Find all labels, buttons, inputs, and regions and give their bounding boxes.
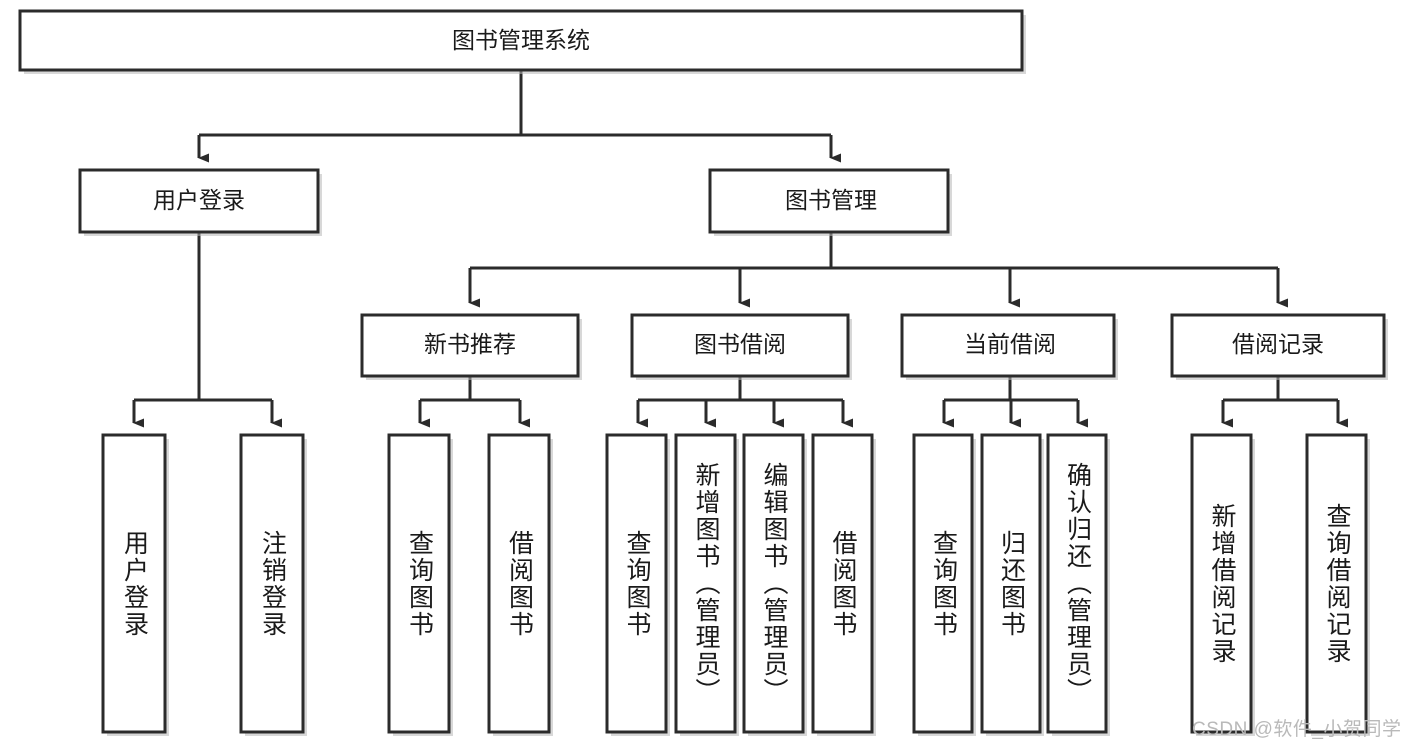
node-book-management[interactable]: 图书管理 — [708, 168, 952, 236]
leaf-box-query-record[interactable] — [1305, 433, 1370, 736]
node-new-book-recommend[interactable]: 新书推荐 — [360, 313, 582, 380]
connector-user-login-to-leaves — [132, 232, 282, 428]
node-user-login-label: 用户登录 — [153, 187, 245, 213]
connector-borrow-record-to-leaves — [1221, 376, 1348, 428]
leaf-box-confirm-return[interactable] — [1046, 433, 1110, 736]
leaf-box-borrow-book-1[interactable] — [487, 433, 553, 736]
connector-new-book-recommend-to-leaves — [418, 376, 530, 428]
leaf-box-add-book[interactable] — [674, 433, 739, 736]
node-current-borrow[interactable]: 当前借阅 — [900, 313, 1118, 380]
node-book-management-label: 图书管理 — [785, 187, 877, 213]
leaf-box-add-record[interactable] — [1190, 433, 1255, 736]
node-book-borrow[interactable]: 图书借阅 — [630, 313, 852, 380]
leaf-box-borrow-book-2[interactable] — [811, 433, 876, 736]
csdn-watermark: CSDN @软件_小贺同学 — [1192, 719, 1402, 740]
node-borrow-record[interactable]: 借阅记录 — [1170, 313, 1388, 380]
leaf-box-logout-login[interactable] — [239, 433, 307, 736]
connector-book-management-to-level3 — [468, 232, 1288, 308]
connector-book-borrow-to-leaves — [636, 376, 853, 428]
connector-root-to-level2 — [197, 70, 841, 163]
node-user-login[interactable]: 用户登录 — [78, 168, 322, 236]
node-book-borrow-label: 图书借阅 — [694, 331, 786, 357]
leaf-box-user-login[interactable] — [101, 433, 169, 736]
node-borrow-record-label: 借阅记录 — [1232, 331, 1324, 357]
leaf-box-query-book-1[interactable] — [387, 433, 453, 736]
node-root[interactable]: 图书管理系统 — [18, 9, 1026, 74]
leaf-box-query-book-3[interactable] — [912, 433, 976, 736]
node-new-book-recommend-label: 新书推荐 — [424, 331, 516, 357]
leaf-box-edit-book[interactable] — [742, 433, 807, 736]
connector-current-borrow-to-leaves — [942, 376, 1088, 428]
leaf-box-return-book[interactable] — [980, 433, 1044, 736]
leaf-box-query-book-2[interactable] — [605, 433, 670, 736]
node-root-label: 图书管理系统 — [452, 27, 590, 53]
node-current-borrow-label: 当前借阅 — [964, 331, 1056, 357]
